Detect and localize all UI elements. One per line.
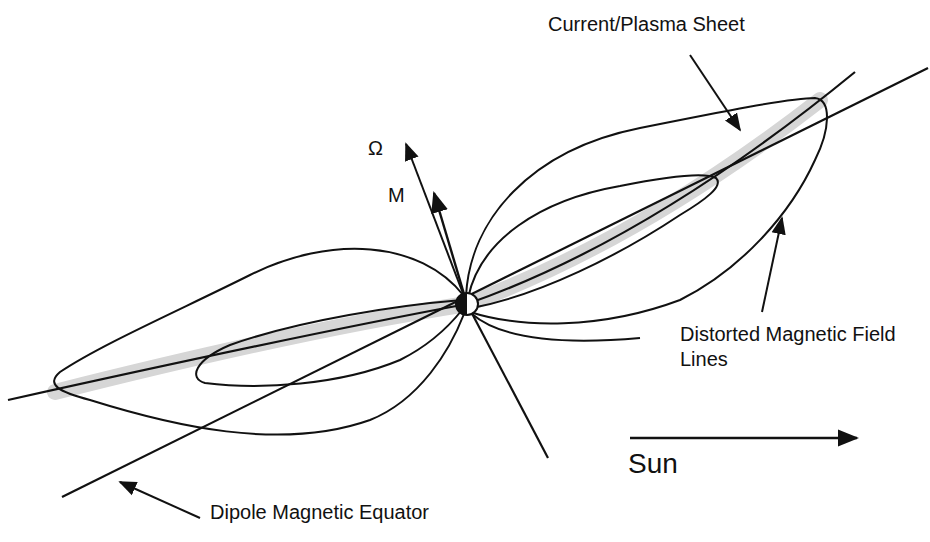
sheet-label: Current/Plasma Sheet <box>548 12 745 37</box>
field-line <box>466 98 827 323</box>
sun-direction-arrow <box>630 437 857 439</box>
omega-arrow <box>406 144 467 304</box>
field-line-label: Distorted Magnetic Field Lines <box>680 322 910 372</box>
equator-label: Dipole Magnetic Equator <box>210 500 429 525</box>
current-sheet-line <box>8 72 855 400</box>
dipole-equator-line <box>62 68 928 497</box>
axis-line <box>467 304 548 458</box>
leader-arrow <box>690 55 740 130</box>
axis-symbol: Ω <box>368 136 383 161</box>
field-line <box>468 175 718 308</box>
field-line <box>54 249 464 435</box>
leader-arrow <box>120 482 200 518</box>
direction-label: Sun <box>628 446 678 481</box>
axis-symbol: M <box>388 183 405 208</box>
field-line <box>196 300 462 386</box>
moment-arrow <box>434 193 467 304</box>
planet-night-side <box>456 293 467 315</box>
leader-arrow <box>762 218 782 312</box>
field-line <box>472 314 640 341</box>
planet <box>456 293 478 315</box>
